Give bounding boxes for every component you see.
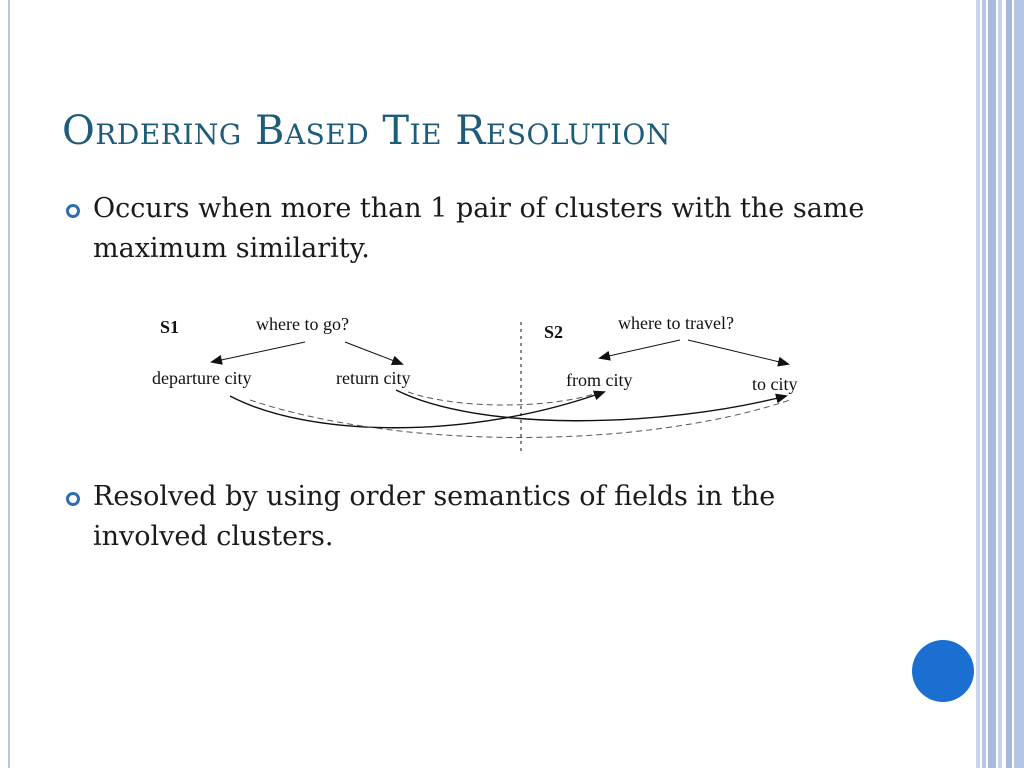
s2-question: where to travel? (618, 313, 734, 333)
right-decorative-stripes (976, 0, 1024, 768)
s1-field-departure-city: departure city (152, 368, 251, 388)
bullet-text: Resolved by using order semantics of fie… (93, 481, 776, 552)
mapping-arc-return-to-to (395, 389, 788, 422)
s1-arrow-left (210, 341, 306, 365)
filled-circle-icon[interactable] (912, 640, 974, 702)
cluster-ordering-diagram: S1 where to go? departure city return ci… (152, 313, 798, 452)
s2-arrow-right (687, 339, 790, 367)
bullet-item: Occurs when more than 1 pair of clusters… (62, 189, 864, 269)
mapping-arc-departure-to-from (229, 390, 606, 429)
s1-label: S1 (160, 317, 179, 337)
s2-field-to-city: to city (752, 374, 798, 394)
s2-field-from-city: from city (566, 370, 632, 390)
slide-title: Ordering Based Tie Resolution (62, 108, 671, 154)
mapping-arc-return-to-from-dashed (407, 391, 595, 406)
bullet-item: Resolved by using order semantics of fie… (62, 477, 842, 557)
mapping-arc-departure-to-to-dashed (249, 399, 791, 438)
bullet-text: Occurs when more than 1 pair of clusters… (93, 193, 865, 264)
s2-label: S2 (544, 322, 563, 342)
s1-question: where to go? (256, 314, 349, 334)
bullet-icon (66, 204, 80, 218)
bullet-icon (66, 492, 80, 506)
left-border-line (8, 0, 10, 768)
s1-arrow-right (344, 341, 404, 366)
s1-field-return-city: return city (336, 368, 410, 388)
s2-arrow-left (598, 339, 681, 361)
